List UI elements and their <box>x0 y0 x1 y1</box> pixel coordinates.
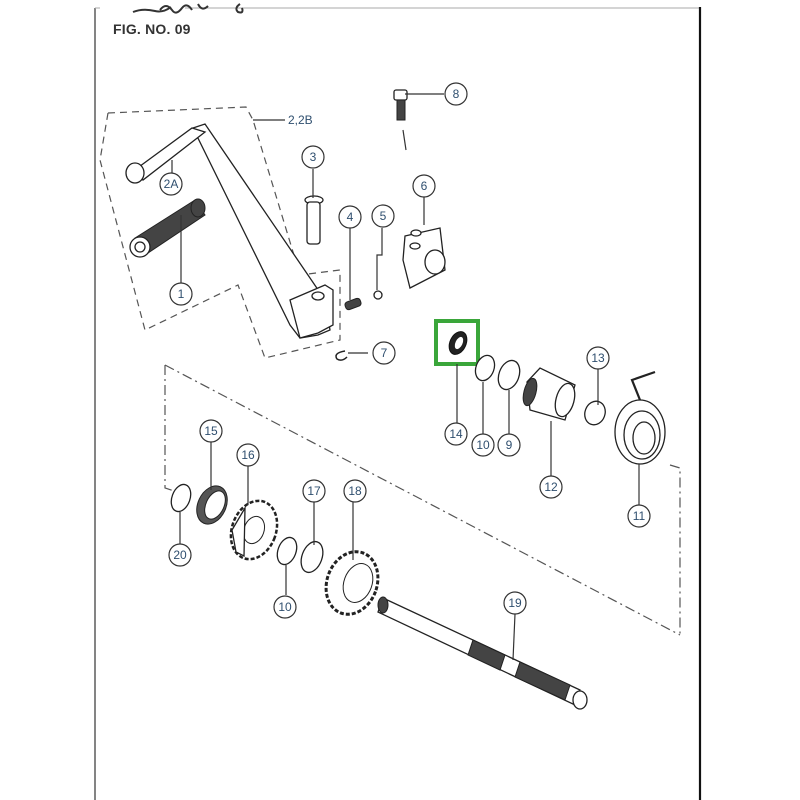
gear-group-diagonal <box>164 364 681 636</box>
callout-label: 10 <box>278 600 292 614</box>
figure-number: FIG. NO. 09 <box>113 21 191 37</box>
callout-label: 19 <box>508 596 522 610</box>
callout-label: 7 <box>381 346 388 360</box>
ratchet-sleeve <box>522 367 576 421</box>
oil-seal <box>448 331 468 355</box>
callout-2A[interactable]: 2A <box>159 172 183 196</box>
callout-10-lower[interactable]: 10 <box>273 595 297 619</box>
callout-8[interactable]: 8 <box>444 82 468 106</box>
callout-label: 13 <box>591 351 605 365</box>
callout-7[interactable]: 7 <box>372 341 396 365</box>
kick-lever-arm <box>125 123 334 339</box>
callout-11[interactable]: 11 <box>627 504 651 528</box>
callout-label: 6 <box>421 179 428 193</box>
lever-boss <box>402 227 446 289</box>
page-frame <box>94 7 702 800</box>
group-label: 2,2B <box>288 113 313 127</box>
callout-label: 10 <box>476 438 490 452</box>
callout-label: 16 <box>241 448 255 462</box>
callout-label: 1 <box>178 287 185 301</box>
callout-13[interactable]: 13 <box>586 346 610 370</box>
callout-label: 5 <box>380 209 387 223</box>
callout-label: 3 <box>310 150 317 164</box>
shim-washer <box>300 540 324 574</box>
kick-shaft <box>377 596 588 710</box>
callout-10-upper[interactable]: 10 <box>471 433 495 457</box>
callout-19[interactable]: 19 <box>503 591 527 615</box>
kick-gear <box>324 550 380 616</box>
gear-group-right <box>669 464 681 635</box>
callout-label: 15 <box>204 424 218 438</box>
ratchet-gear <box>229 499 279 561</box>
callout-label: 14 <box>449 427 463 441</box>
callout-label: 12 <box>544 480 558 494</box>
callout-label: 2A <box>164 177 179 191</box>
callout-15[interactable]: 15 <box>199 419 223 443</box>
callout-6[interactable]: 6 <box>412 174 436 198</box>
gear-group-outline <box>164 365 181 494</box>
detent-spring <box>344 297 362 311</box>
kick-spring <box>614 370 666 465</box>
friction-spring <box>196 485 228 525</box>
callout-label: 4 <box>347 210 354 224</box>
pivot-pin <box>304 195 324 245</box>
callout-label: 20 <box>173 548 187 562</box>
callout-label: 18 <box>348 484 362 498</box>
callout-label: 8 <box>453 87 460 101</box>
callout-14[interactable]: 14 <box>444 422 468 446</box>
callout-9[interactable]: 9 <box>497 433 521 457</box>
thrust-washer <box>170 483 192 513</box>
callout-label: 9 <box>506 438 513 452</box>
clamp-bolt <box>393 89 408 151</box>
circlip-upper <box>474 354 496 382</box>
callout-1[interactable]: 1 <box>169 282 193 306</box>
callout-20[interactable]: 20 <box>168 543 192 567</box>
callout-17[interactable]: 17 <box>302 479 326 503</box>
rubber-grip <box>129 198 206 258</box>
callout-4[interactable]: 4 <box>338 205 362 229</box>
callout-3[interactable]: 3 <box>301 145 325 169</box>
header-script-logo <box>132 3 244 14</box>
leader-lines <box>171 93 640 661</box>
e-clip <box>335 350 348 361</box>
lever-group-outline <box>99 106 341 359</box>
callout-5[interactable]: 5 <box>371 204 395 228</box>
circlip-lower <box>276 536 298 566</box>
callout-16[interactable]: 16 <box>236 443 260 467</box>
callout-label: 17 <box>307 484 321 498</box>
washer <box>497 359 521 391</box>
callout-18[interactable]: 18 <box>343 479 367 503</box>
circlip-13 <box>584 400 606 426</box>
detent-ball <box>373 290 383 300</box>
callout-label: 11 <box>633 509 646 523</box>
callout-12[interactable]: 12 <box>539 475 563 499</box>
